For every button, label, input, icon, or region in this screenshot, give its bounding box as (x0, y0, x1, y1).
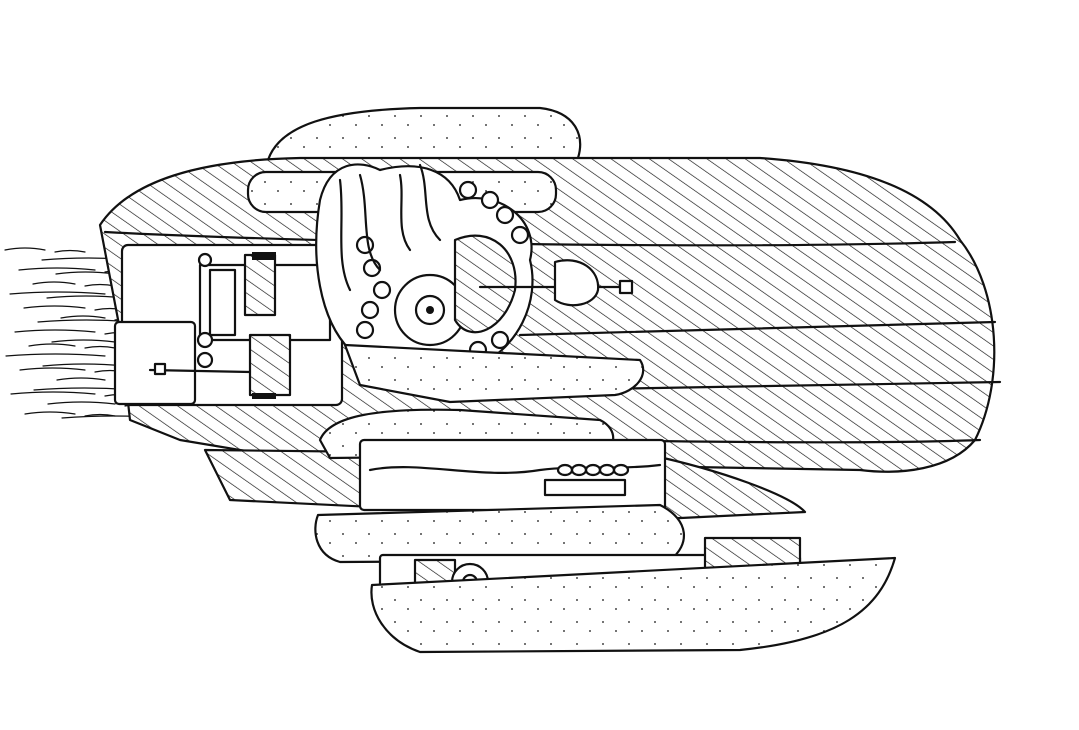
exhaust-streak (28, 343, 116, 349)
rivet (458, 180, 478, 200)
exhaust-streak (32, 281, 116, 287)
bead (612, 463, 630, 477)
bead (598, 463, 616, 477)
bead (556, 463, 574, 477)
lower-machinery (358, 438, 667, 512)
rivet (360, 300, 380, 320)
bottom-skid (370, 556, 897, 654)
bead (570, 463, 588, 477)
rivet (372, 280, 392, 300)
exhaust-streak (23, 305, 126, 311)
hull-seam (518, 320, 997, 337)
engine-block (113, 243, 344, 407)
exhaust-streak (4, 247, 86, 253)
rivet (510, 225, 530, 245)
lower-capsule (314, 503, 685, 564)
rivet (355, 320, 375, 340)
exhaust-streak (24, 411, 116, 417)
rivet (490, 330, 510, 350)
rivet (480, 190, 500, 210)
mid-panel (343, 343, 645, 404)
bead (584, 463, 602, 477)
exhaust-streak (19, 367, 126, 373)
rivet (495, 205, 515, 225)
top-dome (266, 106, 582, 162)
